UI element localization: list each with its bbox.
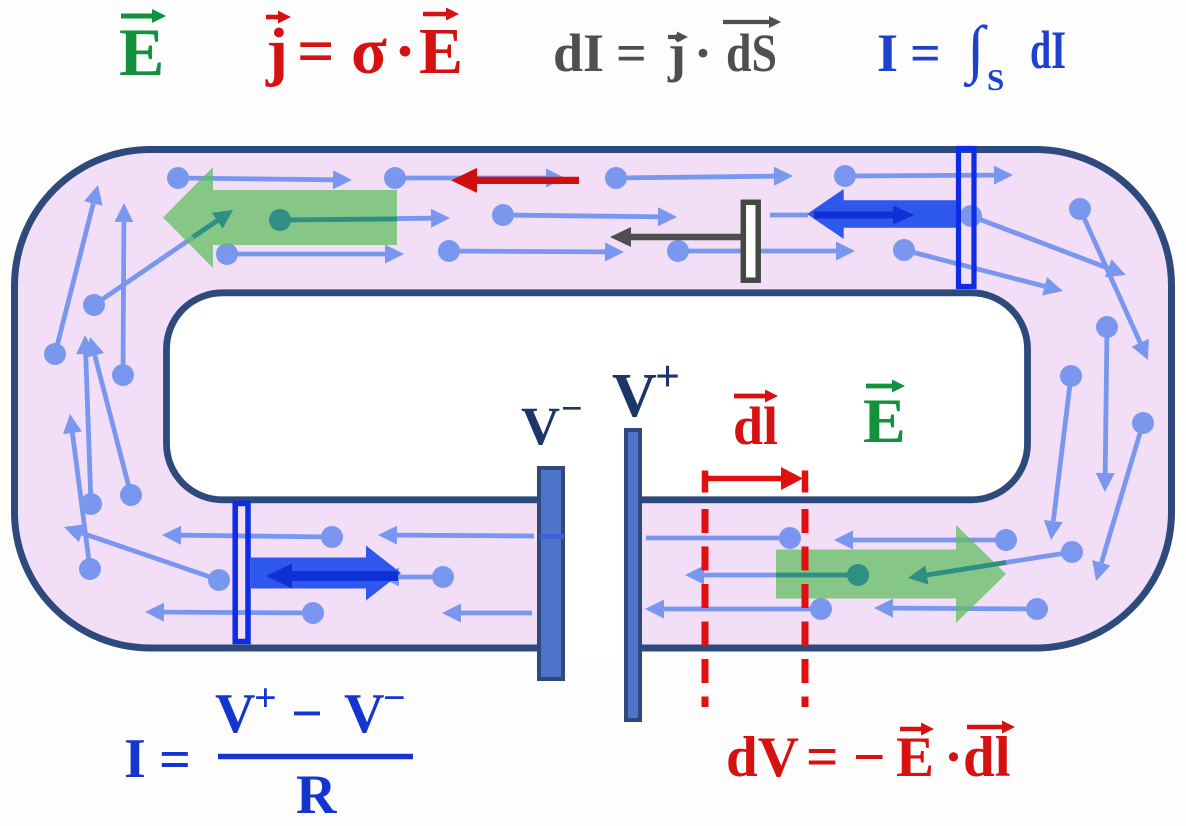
svg-text:dl: dl	[733, 396, 778, 456]
svg-text:R: R	[296, 764, 337, 826]
svg-text:S: S	[987, 62, 1004, 97]
svg-text:dI: dI	[553, 23, 604, 83]
svg-text:·: ·	[944, 726, 963, 789]
svg-text:dI: dI	[1030, 20, 1066, 80]
svg-text:V: V	[344, 683, 384, 745]
svg-text:σ: σ	[351, 15, 387, 88]
svg-text:=: =	[616, 23, 647, 83]
svg-text:=: =	[806, 726, 838, 789]
svg-text:−: −	[561, 388, 583, 430]
svg-text:−: −	[291, 683, 323, 745]
svg-text:j: j	[667, 23, 686, 83]
svg-text:V: V	[521, 396, 560, 456]
svg-text:=: =	[910, 23, 941, 83]
svg-text:=: =	[159, 729, 191, 791]
svg-text:V: V	[612, 362, 657, 430]
svg-text:E: E	[419, 15, 463, 88]
svg-text:E: E	[119, 14, 164, 90]
svg-text:j: j	[265, 15, 288, 88]
svg-text:−: −	[383, 675, 406, 720]
svg-text:=: =	[297, 15, 335, 88]
svg-text:dl: dl	[963, 726, 1011, 789]
svg-text:E: E	[863, 385, 906, 456]
svg-text:∫: ∫	[963, 13, 988, 88]
svg-text:dV: dV	[726, 726, 799, 789]
svg-text:+: +	[655, 352, 680, 401]
svg-text:E: E	[896, 726, 934, 789]
svg-text:+: +	[254, 675, 277, 720]
svg-text:I: I	[877, 23, 898, 83]
svg-text:−: −	[853, 726, 885, 789]
svg-text:·: ·	[394, 15, 416, 88]
svg-text:dS: dS	[726, 23, 777, 83]
svg-text:·: ·	[694, 23, 712, 83]
svg-text:I: I	[124, 728, 146, 790]
svg-text:V: V	[215, 683, 255, 745]
